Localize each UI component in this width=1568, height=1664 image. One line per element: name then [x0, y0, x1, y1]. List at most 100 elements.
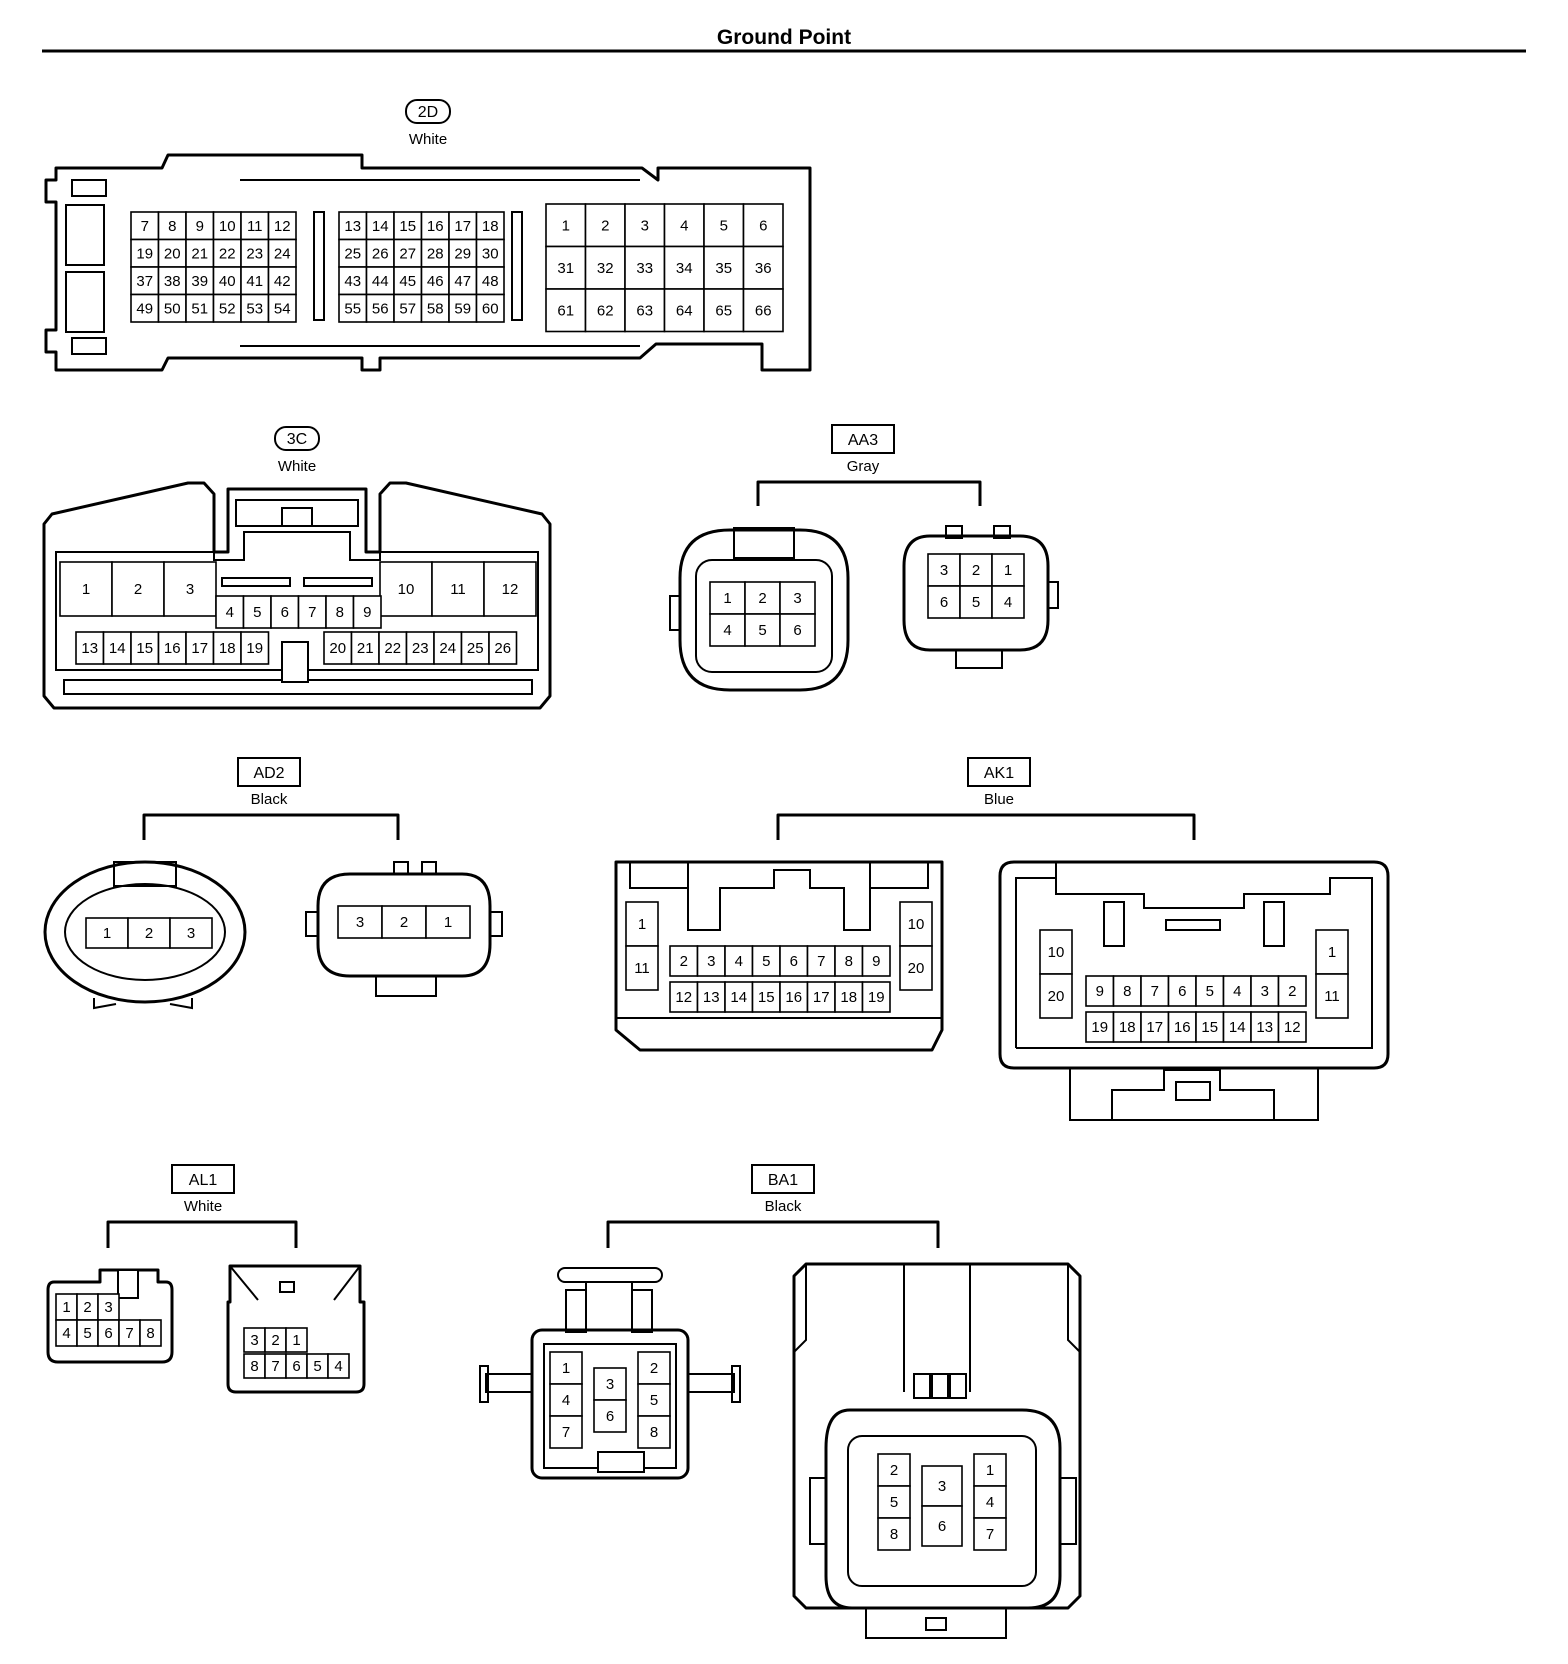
connector-2d-pin-label: 47 [454, 273, 471, 290]
connector-2d-pin-label: 11 [247, 218, 263, 235]
connector-ak1-female-cavity [779, 945, 809, 977]
connector-3c-cavity [488, 631, 518, 665]
connector-ak1-male-pin-label: 6 [1178, 983, 1186, 1000]
connector-aa3-female-pin-label: 6 [793, 622, 801, 639]
connector-ba1-female-neck [585, 1282, 633, 1330]
connector-ak1-male-cavity [1315, 973, 1349, 1019]
connector-ba1-male-bezel [847, 1435, 1037, 1587]
connector-2d-cavity [475, 293, 505, 323]
connector-ba1-male-shoulder [793, 1264, 1081, 1353]
connector-3c-cavity [270, 595, 300, 629]
connector-ak1-female-pin-label: 1 [638, 916, 646, 933]
connector-2d-pin-label: 54 [274, 300, 291, 317]
connector-3c-inner-frame [55, 531, 539, 671]
connector-2d-pin-label: 46 [427, 273, 444, 290]
connector-ak1-male-cavity [1167, 1011, 1197, 1043]
connector-2d-pin-label: 20 [164, 245, 181, 262]
connector-ba1-id: BA1 [768, 1172, 798, 1189]
connector-3c-pin-label: 26 [494, 640, 511, 657]
connector-2d-cavity [338, 238, 368, 268]
connector-al1-female-pin-label: 6 [104, 1325, 112, 1342]
connector-ba1-female-cavity [549, 1383, 583, 1417]
connector-aa3-female-pin-label: 1 [723, 590, 731, 607]
connector-ak1-male-pin-label: 18 [1119, 1019, 1136, 1036]
connector-aa3-male-latch [955, 649, 1003, 669]
connector-2d-pin-label: 61 [557, 302, 574, 319]
connector-2d-pin-label: 57 [399, 300, 416, 317]
connector-ad2-female-cavity [169, 917, 213, 949]
connector-ak1-female-pin-label: 17 [813, 989, 830, 1006]
connector-aa3-bracket [756, 480, 982, 506]
connector-3c-pin-label: 2 [134, 581, 142, 598]
connector-ak1-male-cavity [1195, 1011, 1225, 1043]
connector-aa3-female-pin-label: 5 [758, 622, 766, 639]
connector-ba1-male-latch [865, 1607, 1007, 1639]
connector-ak1-male-cavity [1277, 1011, 1307, 1043]
connector-ak1-male-pin-label: 9 [1096, 983, 1104, 1000]
connector-3c-pin-label: 17 [191, 640, 208, 657]
connector-ak1-female-pin-label: 12 [675, 989, 692, 1006]
connector-al1-female-cavity [139, 1319, 162, 1347]
connector-ad2-male-ear-right [489, 911, 503, 937]
connector-ak1-male-cavity [1250, 975, 1280, 1007]
connector-2d-pin-label: 25 [344, 245, 361, 262]
connector-ad2-male-pin-label: 3 [356, 914, 364, 931]
connector-ak1-female-pin-label: 8 [845, 953, 853, 970]
connector-ak1-female-cavity [861, 945, 891, 977]
connector-ba1-female-cavity [549, 1351, 583, 1385]
connector-2d-pin-label: 40 [219, 273, 236, 290]
connector-2d-housing [44, 153, 812, 372]
connector-2d-pin-label: 53 [246, 300, 263, 317]
connector-ad2-bracket [142, 813, 400, 840]
connector-aa3-tag-frame [831, 424, 895, 454]
connector-ad2-id: AD2 [253, 765, 284, 782]
connector-3c-pin-label: 7 [308, 604, 316, 621]
connector-ba1-female-cavity [549, 1415, 583, 1449]
connector-2d-pin-label: 22 [219, 245, 236, 262]
connector-aa3-color: Gray [847, 458, 880, 475]
connector-ad2-female-foot-right [169, 998, 193, 1010]
connector-ad2-female-pin-label: 1 [103, 925, 111, 942]
connector-3c-cavity [242, 595, 272, 629]
connector-3c-key-right [303, 577, 373, 587]
connector-al1-male-pin-label: 1 [292, 1332, 300, 1349]
connector-3c-pin-label: 23 [412, 640, 429, 657]
connector-al1-male-pin-label: 7 [271, 1358, 279, 1375]
connector-ba1-male-pin-label: 7 [986, 1526, 994, 1543]
connector-2d-pin-label: 16 [427, 218, 444, 235]
connector-2d-id: 2D [418, 104, 438, 121]
connector-2d-cavity [267, 293, 297, 323]
connector-2d-pin-label: 34 [676, 260, 693, 277]
connector-2d-pin-label: 56 [372, 300, 389, 317]
connector-ad2-male-latch [375, 975, 437, 997]
connector-ak1-female-pin-label: 6 [790, 953, 798, 970]
connector-aa3-female-lock [733, 527, 795, 559]
connector-2d-side-slot-upper [65, 204, 105, 266]
connector-al1-id: AL1 [189, 1172, 218, 1189]
connector-3c-cavity [405, 631, 435, 665]
connector-ak1-male-cavity [1085, 975, 1115, 1007]
connector-ba1-male-channel [903, 1264, 971, 1392]
connector-ak1-male-key-center [1165, 919, 1221, 931]
connector-2d-pin-label: 2 [601, 217, 609, 234]
connector-ba1-male-cavity [921, 1505, 963, 1547]
connector-ak1-male-pin-label: 12 [1284, 1019, 1301, 1036]
connector-2d-pin-label: 65 [715, 302, 732, 319]
connector-2d-pin-label: 44 [372, 273, 389, 290]
connector-ad2-female-cavity [85, 917, 129, 949]
connector-aa3-male-pin-label: 6 [940, 594, 948, 611]
connector-2d-cavity [157, 266, 187, 296]
connector-3c-key-left [221, 577, 291, 587]
connector-2d-pin-label: 1 [562, 217, 570, 234]
connector-ak1-male-pin-label: 8 [1123, 983, 1131, 1000]
connector-al1-male-pin-label: 6 [292, 1358, 300, 1375]
connector-3c-pin-label: 14 [109, 640, 126, 657]
connector-al1-male-pin-label: 2 [271, 1332, 279, 1349]
connector-2d-cavity [393, 238, 423, 268]
